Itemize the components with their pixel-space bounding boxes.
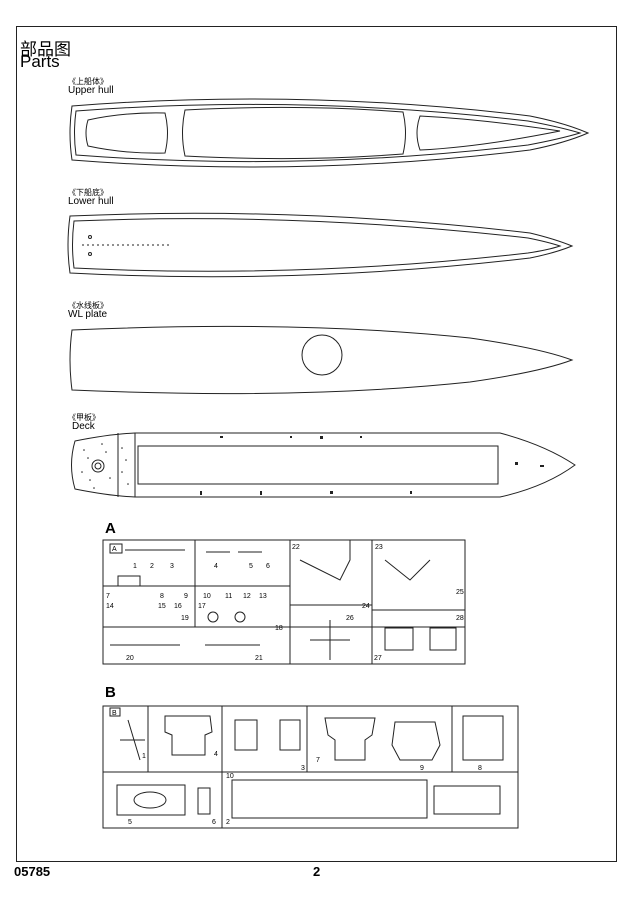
wl-plate-label-cn: 《水线板》 [68,301,108,310]
part-number: 12 [243,593,251,600]
part-number: 10 [203,593,211,600]
part-number: 6 [212,819,216,826]
part-number: 14 [106,603,114,610]
lower-hull-label-cn: 《下船底》 [68,188,108,197]
part-number: 23 [375,544,383,551]
deck-label-cn: 《甲板》 [68,413,100,422]
part-number: 1 [142,753,146,760]
deck-label: Deck [72,421,95,432]
part-number: 4 [214,563,218,570]
sprue-a-letter: A [105,520,116,537]
upper-hull-drawing [69,98,590,168]
lower-hull-drawing [67,212,574,278]
part-number: 20 [126,655,134,662]
part-number: 11 [225,593,232,600]
sprue-a-part-numbers: A 1 2 3 4 5 6 7 8 9 10 11 12 13 14 15 16… [106,544,464,662]
part-number: 17 [198,603,206,610]
part-number: 13 [259,593,267,600]
part-number: 7 [316,757,320,764]
sprue-a-frame [102,539,466,665]
part-number: 2 [226,819,230,826]
part-number: 16 [174,603,182,610]
part-number: 22 [292,544,300,551]
part-number: 18 [275,625,283,632]
wl-plate-drawing [69,325,574,395]
wl-plate-label: WL plate [68,309,108,320]
part-number: 24 [362,603,370,610]
page-title-cn: 部品图 [20,40,71,60]
part-number: 1 [133,563,137,570]
part-number: 9 [184,593,188,600]
sprue-b-letter: B [105,684,116,701]
part-number: 6 [266,563,270,570]
upper-hull-label: Upper hull [68,85,114,96]
deck-drawing [71,432,576,498]
sprue-a-tag: A [112,546,117,553]
part-number: 28 [456,615,464,622]
part-number: 4 [214,751,218,758]
sprue-b-frame [102,705,519,829]
sprue-b-tag: B [112,710,117,717]
part-number: 3 [170,563,174,570]
part-number: 19 [181,615,189,622]
lower-hull-label: Lower hull [68,196,114,207]
page-number: 2 [313,864,321,879]
upper-hull-label-cn: 《上船体》 [68,77,108,86]
part-number: 8 [160,593,164,600]
part-number: 2 [150,563,154,570]
part-number: 9 [420,765,424,772]
part-number: 5 [249,563,253,570]
part-number: 5 [128,819,132,826]
page-border [16,26,617,862]
part-number: 27 [374,655,382,662]
part-number: 10 [226,773,234,780]
page-title: Parts [20,52,60,71]
sprue-b-part-numbers: B 1 2 3 4 5 6 7 8 9 10 [112,710,482,826]
part-number: 21 [255,655,263,662]
part-number: 8 [478,765,482,772]
part-number: 26 [346,615,354,622]
part-number: 25 [456,589,464,596]
part-number: 3 [301,765,305,772]
part-number: 15 [158,603,166,610]
product-code: 05785 [14,864,51,879]
part-number: 7 [106,593,110,600]
